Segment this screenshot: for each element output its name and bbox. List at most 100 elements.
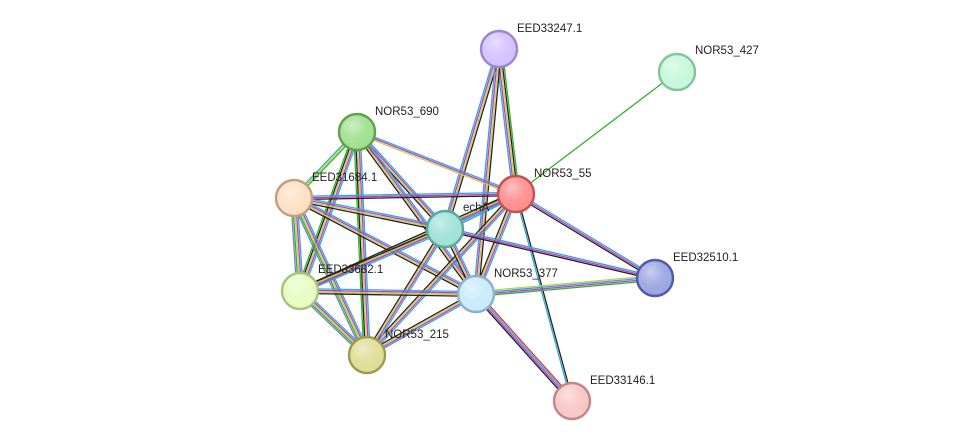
edge-strand-coexpression [292, 199, 446, 233]
node-label: echA [463, 202, 490, 214]
edge-strand-experimental [366, 193, 518, 357]
edge-strand-experimental [293, 196, 478, 294]
node-label: EED32510.1 [673, 252, 738, 264]
edge-strand-database [368, 194, 519, 358]
edge-strand-database [294, 195, 478, 293]
edge-strand-database [299, 287, 477, 293]
node-highlight [660, 55, 694, 89]
node-NOR53_55[interactable] [496, 174, 536, 214]
edge-strand-database [472, 48, 498, 295]
edge-strand-textmining [365, 192, 517, 356]
edge-NOR53_55-EED33146.1 [514, 193, 574, 402]
edge-strand-database [300, 230, 447, 294]
edge-strand-textmining [293, 198, 446, 231]
node-layer [274, 29, 697, 421]
edge-NOR53_377-EED33146.1 [473, 291, 575, 404]
edge-strand-coexpression [446, 49, 502, 231]
edge-strand-database [475, 292, 574, 402]
edge-NOR53_377-NOR53_215 [365, 291, 478, 358]
edge-strand-coexpression [477, 48, 503, 295]
node-label: EED31684.1 [312, 172, 377, 184]
edge-NOR53_377-EED33247.1 [472, 48, 503, 295]
node-NOR53_690[interactable] [337, 112, 377, 152]
edge-NOR53_55-EED33247.1 [495, 47, 520, 196]
edge-strand-database [442, 47, 498, 229]
node-EED32510.1[interactable] [635, 258, 675, 298]
edge-NOR53_55-EED32510.1 [514, 191, 657, 281]
node-highlight [283, 274, 317, 308]
edge-EED31684.1-NOR53_377 [292, 195, 478, 297]
edge-strand-coexpression [473, 294, 571, 404]
edge-echA-EED33682.1 [298, 226, 447, 294]
edge-strand-experimental [475, 278, 656, 296]
node-EED33146.1[interactable] [552, 381, 592, 421]
edge-strand-experimental [356, 131, 517, 195]
edge-echA-EED33247.1 [442, 47, 502, 231]
node-label: EED33146.1 [590, 375, 655, 387]
edge-strand-database [359, 131, 371, 356]
edge-strand-textmining [292, 198, 477, 296]
edge-strand-coexpression [354, 131, 367, 356]
edge-EED31684.1-NOR53_55 [293, 191, 517, 201]
edge-strand-coexpression [443, 229, 656, 281]
edge-strand-experimental [293, 196, 446, 229]
edge-strand-database [293, 191, 517, 198]
edge-strand-coexpression [292, 199, 476, 297]
edge-strand-coexpression [364, 191, 515, 355]
node-NOR53_377[interactable] [456, 274, 496, 314]
node-highlight [428, 212, 462, 246]
edge-strand-coexpression [354, 132, 475, 297]
edge-strand-experimental [300, 131, 360, 293]
edge-NOR53_690-NOR53_55 [355, 129, 518, 197]
node-highlight [350, 338, 384, 372]
edge-NOR53_690-NOR53_377 [354, 129, 479, 297]
edge-strand-coexpression [298, 226, 445, 290]
edge-strand-textmining [475, 274, 656, 293]
edge-strand-experimental [474, 48, 499, 295]
edge-NOR53_377-EED32510.1 [475, 274, 656, 298]
node-label: NOR53_55 [534, 168, 592, 180]
edge-strand-experimental [299, 289, 477, 294]
edge-strand-experimental [366, 294, 478, 357]
node-EED33682.1[interactable] [280, 271, 320, 311]
node-highlight [459, 277, 493, 311]
edge-strand-experimental [356, 130, 478, 295]
edge-strand-database [293, 194, 447, 228]
node-label: NOR53_215 [385, 329, 449, 341]
edge-EED31684.1-echA [292, 194, 447, 233]
edge-NOR53_55-NOR53_215 [364, 191, 519, 358]
edge-strand-database [302, 132, 361, 293]
edge-strand-database [475, 276, 656, 294]
edge-strand-database [514, 193, 572, 402]
edge-strand-fusion [477, 291, 575, 401]
edge-strand-experimental [474, 293, 573, 403]
node-echA[interactable] [425, 209, 465, 249]
edge-EED33682.1-NOR53_377 [299, 287, 477, 298]
edge-strand-textmining [355, 132, 517, 197]
edge-strand-textmining [445, 48, 501, 230]
node-EED31684.1[interactable] [274, 178, 314, 218]
node-NOR53_215[interactable] [347, 335, 387, 375]
edge-strand-coexpression [299, 292, 477, 298]
edge-layer [290, 47, 678, 404]
edge-strand-database [356, 129, 518, 194]
edge-strand-database [358, 129, 479, 294]
node-label: EED33682.1 [318, 264, 383, 276]
edge-strand-experimental [444, 228, 656, 279]
edge-strand-experimental [357, 131, 370, 356]
edge-strand-experimental [515, 193, 656, 279]
edge-strand-coexpression [297, 130, 357, 292]
edge-strand-experimental [443, 48, 499, 230]
edge-strand-neighborhood [353, 131, 365, 356]
node-EED33247.1[interactable] [479, 29, 519, 69]
edge-strand-database [516, 191, 657, 278]
edge-strand-textmining [356, 131, 368, 356]
edge-NOR53_690-EED33682.1 [296, 130, 361, 293]
edge-strand-coexpression [298, 191, 516, 290]
edge-strand-coexpression [514, 194, 655, 281]
node-highlight [499, 177, 533, 211]
node-NOR53_427[interactable] [657, 52, 697, 92]
edge-strand-database [444, 226, 657, 278]
